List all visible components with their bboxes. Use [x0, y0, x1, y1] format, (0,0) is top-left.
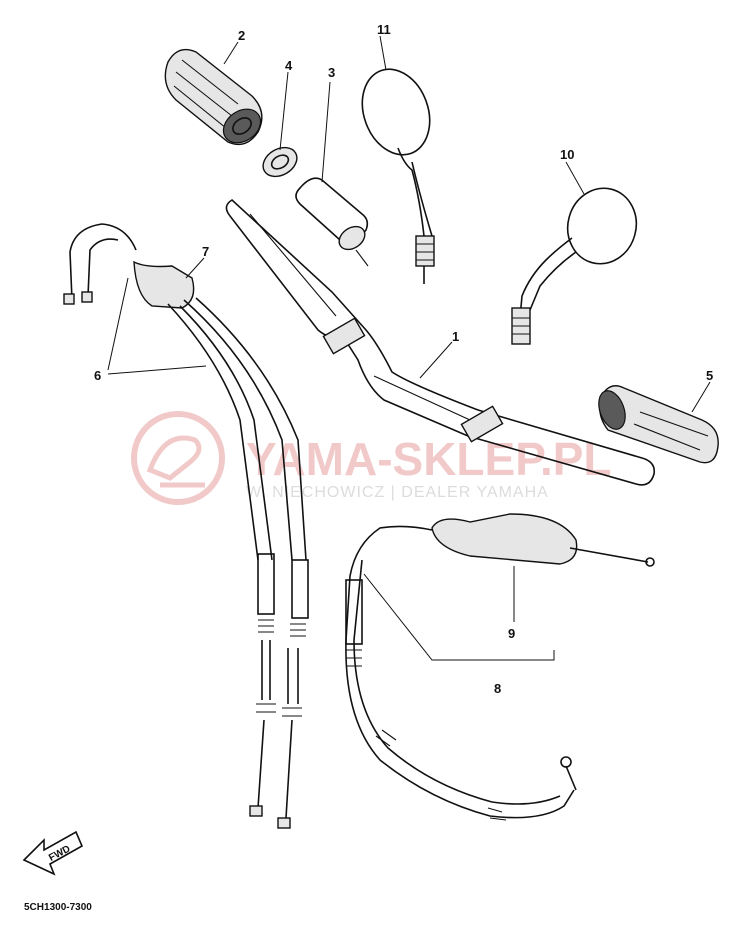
diagram-code: 5CH1300-7300	[24, 902, 92, 913]
forward-arrow: FWD	[22, 830, 84, 876]
callout-4: 4	[285, 58, 293, 73]
callout-6: 6	[94, 368, 101, 383]
grip-collar	[262, 146, 298, 178]
handlebar	[225, 199, 656, 486]
callout-11: 11	[377, 22, 391, 37]
throttle-cables	[63, 223, 309, 829]
mirror-right	[511, 187, 638, 345]
callout-5: 5	[706, 368, 713, 383]
callout-1: 1	[452, 329, 459, 344]
callout-3: 3	[328, 65, 335, 80]
watermark-logo-mark	[146, 435, 205, 488]
clutch-cable	[345, 513, 655, 821]
callout-labels: 1 2 3 4 5 6 7 8 9 10 11	[94, 22, 713, 696]
mirror-left	[361, 68, 435, 284]
watermark-logo	[131, 411, 225, 505]
callout-2: 2	[238, 28, 245, 43]
throttle-grip	[164, 48, 263, 146]
watermark: YAMA-SKLEP.PL W. NIECHOWICZ | DEALER YAM…	[131, 411, 612, 505]
callout-10: 10	[560, 147, 574, 162]
throttle-tube	[295, 177, 369, 267]
watermark-dealer: W. NIECHOWICZ | DEALER YAMAHA	[246, 484, 549, 501]
callout-9: 9	[508, 626, 515, 641]
callout-7: 7	[202, 244, 209, 259]
leader-lines	[107, 35, 711, 661]
callout-8: 8	[494, 681, 501, 696]
right-grip	[598, 385, 719, 464]
